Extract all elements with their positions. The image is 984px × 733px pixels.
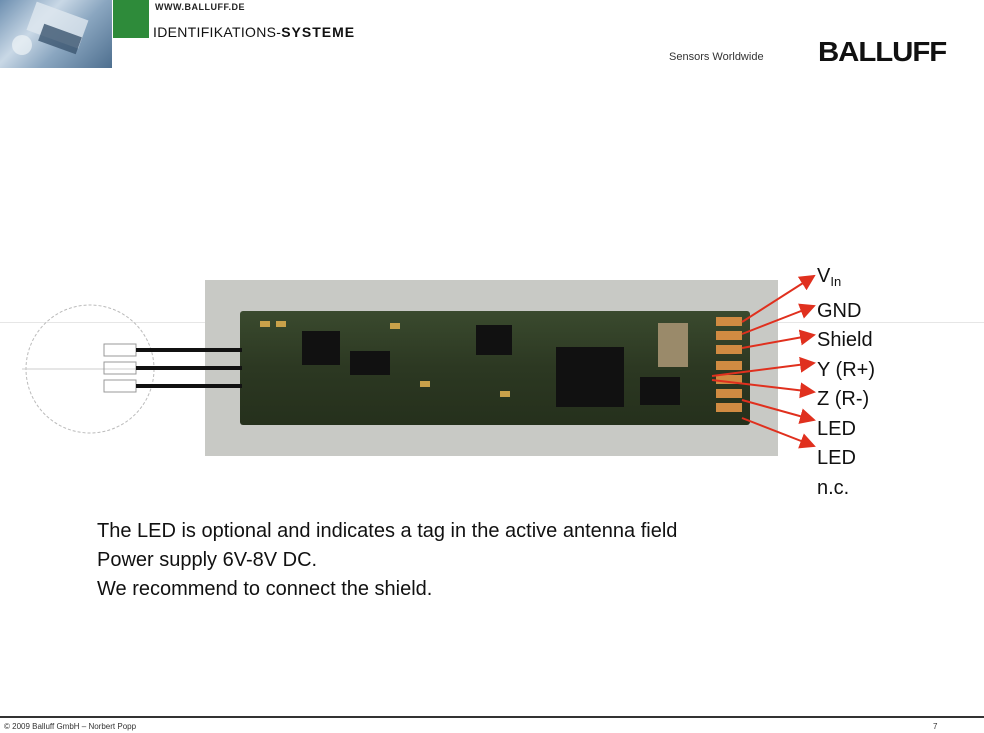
pin-label-vin: VIn	[817, 265, 842, 289]
pin-label-gnd: GND	[817, 299, 862, 322]
sensor-photo-graphic	[12, 1, 89, 55]
pin-label-shield: Shield	[817, 329, 873, 351]
arrow-vin	[741, 274, 816, 323]
subtitle-prefix: IDENTIFIKATIONS-	[153, 24, 282, 40]
pin-label-led-1: LED	[817, 417, 856, 440]
tagline: Sensors Worldwide	[669, 51, 764, 63]
description-text: The LED is optional and indicates a tag …	[97, 517, 677, 604]
description-line-1: The LED is optional and indicates a tag …	[97, 520, 678, 542]
header-subtitle: IDENTIFIKATIONS-SYSTEME	[153, 24, 355, 40]
pin-label-led-2: LED	[817, 447, 856, 469]
arrow-led-2	[741, 417, 816, 449]
footer-divider	[0, 716, 984, 718]
arrow-shield	[741, 329, 816, 349]
circuit-board	[240, 311, 750, 425]
balluff-logo: BALLUFF	[818, 36, 947, 67]
footer-copyright: © 2009 Balluff GmbH – Norbert Popp	[4, 722, 137, 731]
description-line-3: We recommend to connect the shield.	[97, 578, 433, 600]
arrow-led-1	[741, 399, 816, 424]
pin-label-y: Y (R+)	[817, 358, 875, 381]
pin-label-z: Z (R-)	[817, 388, 870, 410]
arrow-y	[711, 356, 816, 377]
pin-label-nc: n.c.	[817, 476, 850, 499]
website-url[interactable]: WWW.BALLUFF.DE	[155, 2, 245, 12]
page-number: 7	[933, 722, 938, 731]
arrow-gnd	[741, 303, 816, 335]
description-line-2: Power supply 6V-8V DC.	[97, 549, 318, 571]
brand-green-block	[113, 0, 149, 38]
header-product-photo	[0, 0, 112, 68]
pin-label-list: VIn GND Shield Y (R+) Z (R-) LED LED n.c…	[817, 262, 875, 503]
arrow-z	[711, 379, 816, 399]
subtitle-bold: SYSTEME	[281, 24, 356, 40]
